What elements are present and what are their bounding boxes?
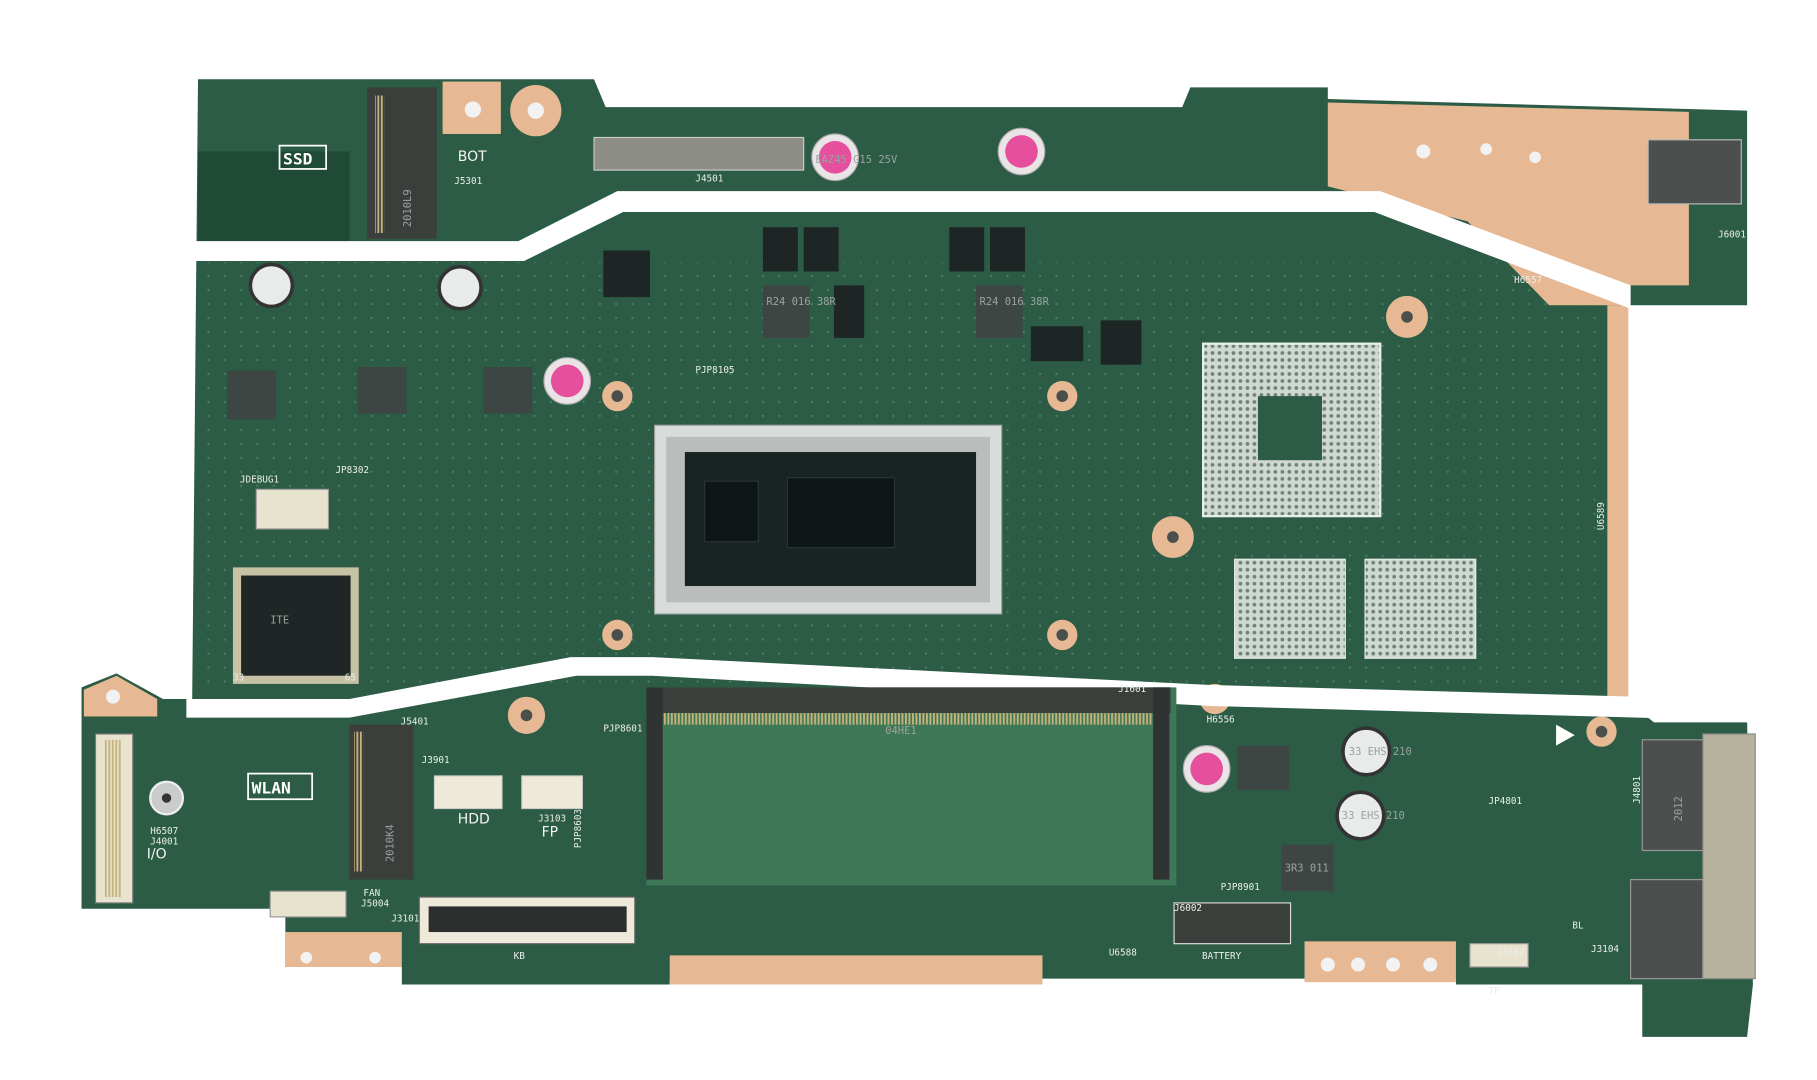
refdes: J4001 <box>150 837 178 848</box>
capacitors: EAZ45 G15 25V 33 EHS 210 33 EHS 210 <box>248 127 1412 841</box>
refdes: JDEBUG1 <box>240 474 279 485</box>
label-bl: BL <box>1572 921 1584 932</box>
label-battery: BATTERY <box>1202 951 1242 962</box>
refdes: J1601 <box>1118 684 1146 695</box>
refdes: J3102 <box>1497 947 1525 958</box>
ram-slot-label: 04HE1 <box>885 725 917 737</box>
ssd-slot-label: 2010L9 <box>402 189 414 227</box>
label-fan: FAN <box>363 888 380 899</box>
label-wlan: WLAN <box>252 778 291 797</box>
board-gap-upper <box>192 191 1631 309</box>
refdes: J4501 <box>695 174 723 185</box>
refdes: J6001 <box>1718 230 1746 241</box>
capacitor-label: 33 EHS 210 <box>1349 746 1412 758</box>
cpu <box>654 424 1003 615</box>
refdes: J6002 <box>1174 903 1202 914</box>
ram-slot[interactable]: 04HE1 <box>646 687 1177 886</box>
refdes-labels: J5301 J4501 H6507 J4001 J5401 J3901 J310… <box>150 174 1746 959</box>
refdes: J5004 <box>361 898 389 909</box>
capacitor-label: EAZ45 G15 25V <box>815 154 898 166</box>
display-connector[interactable] <box>593 136 805 171</box>
ec-chip-label: ITE <box>270 614 289 626</box>
refdes: PJP8105 <box>695 365 734 376</box>
inductor-label: 3R3 011 <box>1285 862 1329 874</box>
refdes: JP4801 <box>1489 796 1523 807</box>
dc-jack[interactable] <box>1647 139 1742 205</box>
fan-connector[interactable] <box>269 890 347 918</box>
ec-chip: ITE 33 65 <box>232 567 359 684</box>
refdes: J5301 <box>454 176 482 187</box>
refdes: H6507 <box>150 826 178 837</box>
refdes: U6589 <box>1596 502 1607 530</box>
refdes: PJP8901 <box>1221 882 1260 893</box>
label-io: I/O <box>147 847 167 863</box>
refdes: J3103 <box>538 813 566 824</box>
fp-connector[interactable] <box>521 775 583 810</box>
wlan-slot-label: 2010K4 <box>385 824 397 862</box>
refdes: PJP8603 <box>573 809 584 848</box>
refdes: J4801 <box>1632 776 1643 804</box>
refdes: U6588 <box>1109 947 1137 958</box>
refdes: PJP8601 <box>603 724 642 735</box>
jtag-connector[interactable] <box>255 488 330 530</box>
usb-port-2[interactable] <box>1630 879 1704 980</box>
inductor-label: R24 016 38R <box>766 296 836 308</box>
refdes: H6557 <box>1514 275 1542 286</box>
label-tp: TP <box>1489 986 1501 997</box>
wlan-m2-slot[interactable]: 2010K4 <box>349 724 414 880</box>
refdes: H6556 <box>1207 714 1235 725</box>
inductor-label: R24 016 38R <box>980 296 1050 308</box>
label-ssd: SSD <box>283 149 313 168</box>
hdd-connector[interactable] <box>433 775 503 810</box>
pin-number: 33 <box>233 672 244 683</box>
vram-footprint-2 <box>1364 558 1477 659</box>
vram-footprint-1 <box>1234 558 1346 659</box>
label-bot: BOT <box>458 149 487 165</box>
usb-port[interactable]: 2012 <box>1641 733 1756 980</box>
usb-port-label: 2012 <box>1673 796 1685 821</box>
capacitor-label: 33 EHS 210 <box>1342 810 1405 822</box>
label-hdd: HDD <box>458 812 490 828</box>
battery-connector[interactable] <box>1173 902 1292 945</box>
refdes: J3104 <box>1591 944 1619 955</box>
power-components: R24 016 38R R24 016 38R 3R3 011 <box>227 227 1334 892</box>
label-kb: KB <box>514 951 526 962</box>
ssd-m2-slot[interactable]: 2010L9 <box>366 87 437 239</box>
refdes: J3101 <box>391 914 419 925</box>
label-fp: FP <box>542 825 558 841</box>
refdes: JP8302 <box>335 465 369 476</box>
triangle-marker-icon <box>1556 724 1575 746</box>
refdes: J3901 <box>422 755 450 766</box>
touchpad-connector[interactable] <box>1469 943 1529 968</box>
pin-number: 65 <box>345 672 356 683</box>
refdes: J5401 <box>401 717 429 728</box>
